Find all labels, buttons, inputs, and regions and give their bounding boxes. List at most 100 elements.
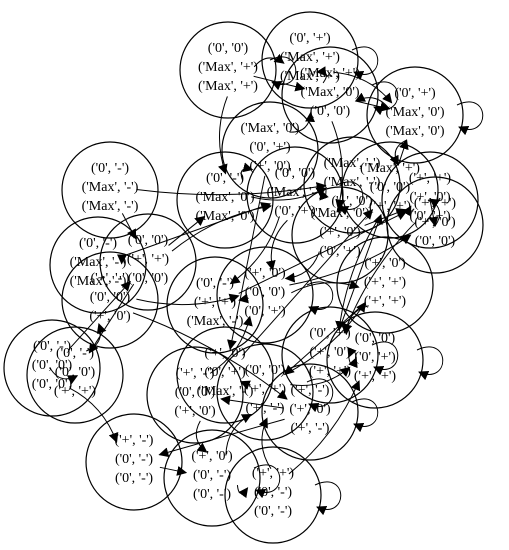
- graph-node: ('+', '+')('0', '-')('0', '-'): [224, 446, 322, 544]
- graph-node: ('+', '0')('0', '-')('0', '-'): [163, 429, 261, 527]
- node-label-line: ('0', '-'): [115, 452, 153, 467]
- node-circle: [166, 256, 264, 354]
- node-circle: [386, 176, 484, 274]
- graph-node: ('+', '-')('+', '0')('+', '-'): [261, 363, 359, 461]
- node-circle: [261, 363, 359, 461]
- node-label-line: ('Max', '0'): [195, 209, 254, 224]
- node-label-line: ('Max', '+'): [198, 60, 258, 75]
- node-label-line: ('0', '-'): [91, 161, 129, 176]
- graph-node: ('+', '+')('+', '0')('0', '0'): [386, 176, 484, 274]
- node-label-line: ('+', '+'): [252, 466, 295, 481]
- node-circle: [336, 236, 434, 334]
- graph-node: ('0', '-')('0', '0')('+', '+'): [26, 326, 124, 424]
- graph-edge: [240, 162, 254, 181]
- graph-edge: [269, 56, 297, 91]
- node-label-line: ('0', '0'): [175, 385, 216, 400]
- node-circle: [326, 311, 424, 409]
- node-label-line: ('0', '-'): [206, 171, 244, 186]
- node-label-line: ('+', '+'): [244, 382, 287, 397]
- node-label-line: ('+', '-'): [246, 401, 285, 416]
- graph-node: ('+', '+')('+', '0')('0', '+'): [381, 151, 479, 249]
- node-label-line: ('0', '-'): [196, 276, 234, 291]
- node-circle: [26, 326, 124, 424]
- graph-edge: [354, 92, 390, 110]
- graph-edge: [306, 378, 334, 413]
- nodes-layer: ('0', '-')('Max', '-')('Max', '-')('0', …: [3, 11, 484, 544]
- node-label-line: ('+', '0'): [244, 266, 286, 281]
- node-label-line: ('0', '+'): [309, 326, 351, 341]
- node-label-line: ('Max', '0'): [240, 121, 299, 136]
- node-label-line: ('Max', '-'): [324, 156, 381, 171]
- graph-node: ('+', '-') ('0', '0') ('+', '0'): [146, 346, 244, 444]
- graph-edge: [195, 420, 208, 453]
- node-label-line: ('+', '+'): [364, 275, 407, 290]
- node-label-line: ('0', '-'): [193, 487, 231, 502]
- graph-edge: [351, 398, 379, 433]
- graph-edge: [116, 254, 127, 265]
- node-label-line: ('0', '+'): [249, 140, 291, 155]
- graph-edge: [69, 387, 119, 444]
- graph-edge: [236, 485, 249, 499]
- node-label-line: ('0', '+'): [319, 244, 361, 259]
- node-label-line: ('0', '+'): [274, 204, 316, 219]
- graph-edge: [335, 214, 382, 332]
- node-circle: [366, 66, 464, 164]
- graph-edge: [229, 216, 280, 285]
- graph-edge: [289, 234, 412, 286]
- graph-edge: [168, 215, 206, 246]
- graph-node: ('0', '-')('0', '0')('0', '0'): [3, 319, 101, 417]
- graph-edge: [242, 208, 374, 356]
- node-circle: [224, 446, 322, 544]
- node-circle: [99, 213, 197, 311]
- node-label-line: ('Max', '-'): [82, 199, 139, 214]
- node-label-line: ('+', '+'): [127, 252, 170, 267]
- graph-edge: [220, 395, 284, 409]
- node-circle: [216, 246, 314, 344]
- node-label-line: ('+', '+'): [309, 364, 352, 379]
- node-circle: [176, 151, 274, 249]
- node-label-line: ('Max', '-'): [70, 255, 127, 270]
- node-label-line: ('+', '-'): [115, 433, 154, 448]
- node-circle: [281, 306, 379, 404]
- node-circle: [261, 11, 359, 109]
- node-circle: [179, 21, 277, 119]
- node-label-line: ('0', '0'): [90, 290, 131, 305]
- graph-edge: [49, 367, 79, 385]
- node-label-line: ('0', '-'): [79, 236, 117, 251]
- node-label-line: ('Max', '-'): [70, 274, 127, 289]
- graph-edge: [290, 366, 351, 386]
- node-label-line: ('+', '+'): [369, 199, 412, 214]
- node-label-line: ('Max', '+'): [280, 69, 340, 84]
- graph-edge: [371, 81, 399, 116]
- node-label-line: ('+', '-'): [91, 271, 130, 286]
- node-circle: [146, 346, 244, 444]
- graph-edge: [402, 205, 415, 217]
- node-circle: [49, 216, 147, 314]
- graph-node: ('Max', '-')('Max', '-')('+', '0'): [303, 136, 401, 234]
- graph-node: ('0', '0')('Max', '+')('Max', '+'): [179, 21, 277, 119]
- node-label-line: ('+', '+'): [194, 295, 237, 310]
- node-label-line: ('0', '0'): [370, 180, 411, 195]
- node-circle: [341, 141, 439, 239]
- node-label-line: ('0', '0'): [275, 166, 316, 181]
- graph-edge: [338, 213, 383, 331]
- graph-edge: [314, 481, 342, 516]
- node-label-line: ('Max', '+'): [360, 161, 420, 176]
- node-label-line: ('Max', '-'): [324, 175, 381, 190]
- node-circle: [61, 141, 159, 239]
- graph-edge: [158, 418, 285, 458]
- node-label-line: ('+', '-'): [291, 383, 330, 398]
- node-label-line: ('0', '+'): [394, 86, 436, 101]
- graph-edge: [227, 175, 266, 351]
- graph-edge: [331, 121, 346, 210]
- node-label-line: ('+', '0'): [204, 346, 246, 361]
- node-label-line: ('0', '0'): [55, 365, 96, 380]
- graph-edge: [291, 279, 360, 294]
- node-label-line: ('Max', '0'): [300, 85, 359, 100]
- graph-edge: [171, 202, 272, 252]
- graph-edge: [289, 111, 316, 133]
- node-label-line: ('+', '+'): [409, 171, 452, 186]
- node-label-line: ('+', '-'): [176, 366, 215, 381]
- node-label-line: ('Max', '-'): [187, 314, 244, 329]
- node-label-line: ('+', '0'): [89, 309, 131, 324]
